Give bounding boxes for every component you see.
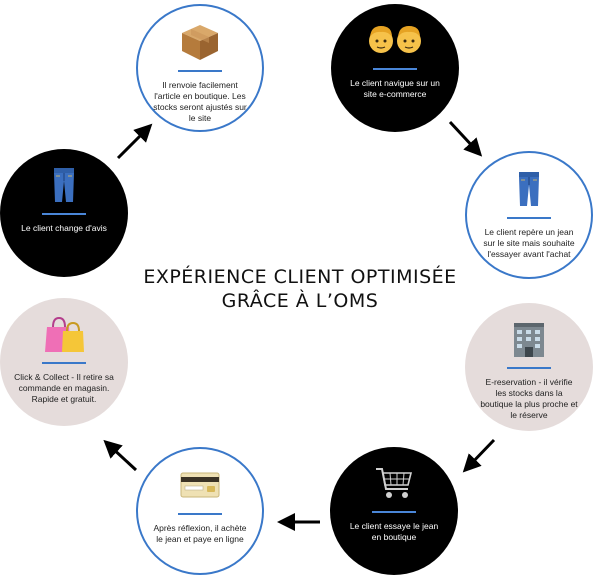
divider [178,513,222,515]
step-text: E-reservation - il vérifie les stocks da… [480,377,578,420]
divider [507,367,551,369]
jeans-icon [34,167,94,203]
divider [373,68,417,70]
step-text: Le client change d'avis [21,223,107,233]
shopping-cart-icon [364,465,424,501]
step-circle-try-in-store: Le client essaye le jean en boutique [330,447,458,575]
jeans-icon [499,171,559,207]
arrow-browse-to-spot-jean [448,120,483,157]
step-circle-click-collect: Click & Collect - Il retire sa commande … [0,298,128,426]
step-circle-pay-online: Après réflexion, il achète le jean et pa… [136,447,264,575]
step-circle-spot-jean: Le client repère un jean sur le site mai… [465,151,593,279]
step-text: Après réflexion, il achète le jean et pa… [153,523,247,544]
divider [178,70,222,72]
step-text: Le client essaye le jean en boutique [349,521,439,542]
shopping-bags-icon [34,316,94,352]
step-text: Il renvoie facilement l'article en bouti… [153,80,247,123]
step-circle-change-mind: Le client change d'avis [0,149,128,277]
diagram-title-line1: EXPÉRIENCE CLIENT OPTIMISÉE [143,266,457,288]
arrow-reservation-to-try [462,438,496,473]
two-men-icon [365,22,425,58]
divider [507,217,551,219]
divider [372,511,416,513]
step-text: Le client repère un jean sur le site mai… [483,227,575,259]
step-circle-return: Il renvoie facilement l'article en bouti… [136,4,264,132]
store-building-icon [499,321,559,357]
step-circle-browse: Le client navigue sur un site e-commerce [331,4,459,132]
step-circle-e-reservation: E-reservation - il vérifie les stocks da… [465,303,593,431]
package-icon [170,24,230,60]
step-text: Click & Collect - Il retire sa commande … [14,372,114,404]
step-text: Le client navigue sur un site e-commerce [350,78,440,99]
arrow-change-mind-to-return [116,123,153,160]
arrow-pay-to-collect [103,439,138,472]
divider [42,213,86,215]
credit-card-icon [170,467,230,503]
divider [42,362,86,364]
diagram-title-line2: GRÂCE À L’OMS [221,290,379,312]
